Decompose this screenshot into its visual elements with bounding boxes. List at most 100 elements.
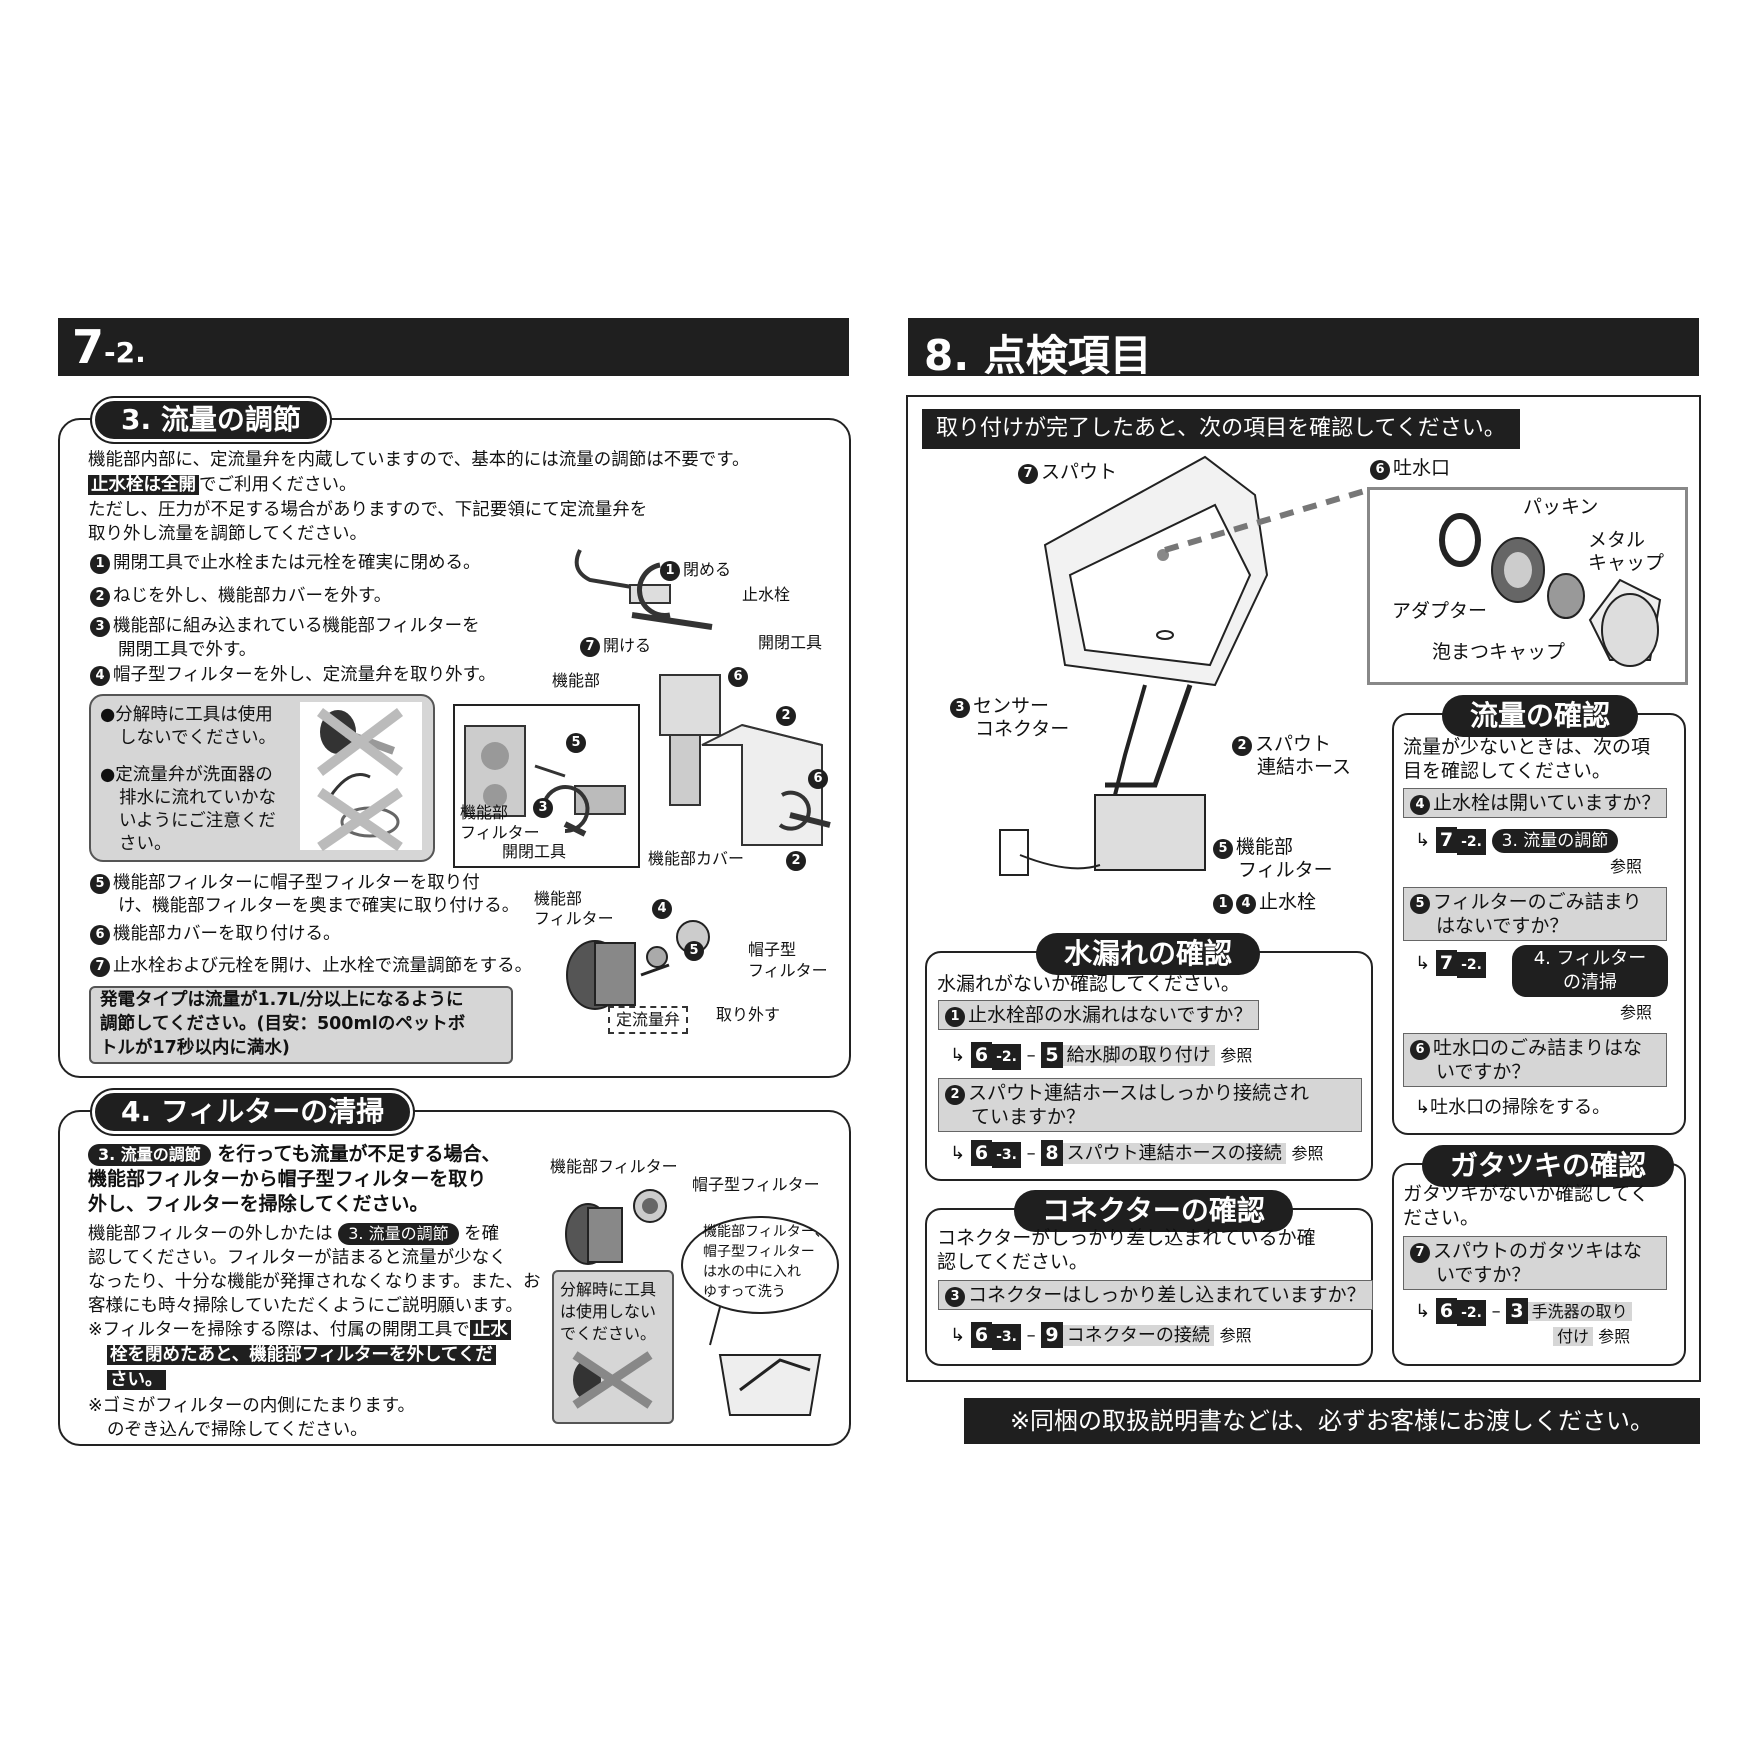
filter-label-2: フィルター <box>460 823 540 842</box>
adapter-label: アダプター <box>1392 600 1488 622</box>
bubble-4: ゆすって洗う <box>703 1284 786 1300</box>
rattle-intro-2: ださい。 <box>1403 1207 1480 1229</box>
step-number: 1 <box>90 554 110 574</box>
clean-b1: 3. 流量の調節 を行っても流量が不足する場合、 <box>88 1142 501 1166</box>
generator-note-3: トルが17秒以内に満水) <box>100 1038 290 1058</box>
flow-adjust-p2: 止水栓は全開でご利用ください。 <box>88 473 357 497</box>
clean-warning-2: は使用しない <box>560 1302 657 1321</box>
marker-6b: 6 <box>808 768 831 789</box>
connector-intro-2: 認してください。 <box>937 1251 1088 1273</box>
connector-intro-1: コネクターがしっかり差し込まれているか確 <box>937 1227 1316 1249</box>
arrow-icon: ↳ <box>1415 1301 1431 1322</box>
flow-intro-1: 流量が少ないときは、次の項 <box>1403 736 1651 758</box>
flow-adjust-p3b: 取り外し流量を調節してください。 <box>88 524 367 544</box>
filter-label: 機能部 <box>460 803 509 822</box>
ref-flow-adjust-2[interactable]: 3. 流量の調節 <box>338 1223 459 1245</box>
marker-4: 4 <box>652 898 675 919</box>
flow-ref1[interactable]: ↳ 7-2. 3. 流量の調節 <box>1415 827 1619 855</box>
arrow-icon: ↳ <box>1415 830 1431 851</box>
bubble-3: は水の中に入れ <box>703 1264 801 1280</box>
clean-fig-cap: 帽子型フィルター <box>692 1175 820 1194</box>
metal-cap-label-1: メタル <box>1588 529 1646 551</box>
marker-6a: 6 <box>728 666 751 687</box>
clean-warning-3: でください。 <box>560 1324 657 1343</box>
clean-b2: 機能部フィルターから帽子型フィルターを取り <box>88 1168 487 1190</box>
filter-clean-title: 4. フィルターの清掃 <box>92 1090 414 1134</box>
clean-p3: なったり、十分な機能が発揮されなくなります。また、お <box>88 1272 541 1292</box>
clean-n2b: のぞき込んで掃除してください。 <box>107 1420 368 1440</box>
flow-adjust-title: 3. 流量の調節 <box>92 398 330 442</box>
tool-label: 開閉工具 <box>758 633 823 652</box>
section-7-2-header: 7 -2. <box>58 318 849 376</box>
metal-cap-label-2: キャップ <box>1588 552 1665 574</box>
valve-illustration <box>574 549 713 630</box>
bubble-1: 機能部フィルター、 <box>703 1224 829 1240</box>
filter-removal-illustration <box>464 725 626 837</box>
section-8-header: 8. 点検項目 <box>908 318 1699 380</box>
wash-bubble <box>681 1216 839 1416</box>
arrow-icon: ↳ <box>950 1143 966 1164</box>
marker-3: 3 <box>533 797 556 818</box>
filter2-label-a: 機能部 <box>534 889 583 908</box>
step-number: 6 <box>90 925 110 945</box>
caution-2a: ●定流量弁が洗面器の <box>100 765 273 785</box>
ref-flow-adjust[interactable]: 3. 流量の調節 <box>88 1144 211 1166</box>
inspection-intro: 取り付けが完了したあと、次の項目を確認してください。 <box>922 409 1520 449</box>
bubble-2: 帽子型フィルター <box>703 1244 815 1260</box>
foam-cap-label: 泡まつキャップ <box>1432 641 1566 663</box>
flow-ref2-pill[interactable]: 4. フィルター の清掃 <box>1512 945 1668 997</box>
arrow-icon: ↳ <box>950 1045 966 1066</box>
generator-note-2: 調節してください。(目安：500mlのペットボ <box>100 1014 466 1034</box>
no-tool-icon <box>572 1351 653 1409</box>
step-number: 4 <box>90 666 110 686</box>
cfv-label: 定流量弁 <box>608 1006 689 1034</box>
clean-fig-filter: 機能部フィルター <box>550 1157 678 1176</box>
marker-5b: 5 <box>684 940 707 961</box>
marker-5: 5 <box>566 732 589 753</box>
step-number: 7 <box>90 957 110 977</box>
basin-illustration <box>1043 455 1269 871</box>
remove-label: 取り外す <box>716 1005 781 1024</box>
arrow-icon: ↳ <box>1415 1097 1431 1118</box>
cap-label-b: フィルター <box>748 961 828 980</box>
caution-2b: 排水に流れていかな <box>119 788 276 808</box>
flow-intro-2: 目を確認してください。 <box>1403 760 1611 782</box>
packing-label: パッキン <box>1523 496 1599 518</box>
flow-ref2[interactable]: ↳ 7-2. <box>1415 950 1486 978</box>
inspection-frame <box>906 395 1701 1382</box>
flow-ref1-see: 参照 <box>1610 857 1643 876</box>
arrow-icon: ↳ <box>1415 953 1431 974</box>
section-subnumber: -2. <box>104 336 146 369</box>
highlight-valve-full: 止水栓は全開 <box>88 475 199 495</box>
unit-cover-illustration <box>659 674 831 846</box>
flow-adjust-p3a: ただし、圧力が不足する場合がありますので、下記要領にて定流量弁を <box>88 500 648 520</box>
clean-filters-illustration <box>565 1189 667 1265</box>
marker-2a: 2 <box>776 705 799 726</box>
cover-label: 機能部カバー <box>648 849 745 868</box>
socket-illustration <box>999 829 1101 876</box>
tool2-label: 開閉工具 <box>502 842 567 861</box>
filter2-label-b: フィルター <box>534 909 614 928</box>
arrow-icon: ↳ <box>950 1325 966 1346</box>
clean-p4: 客様にも時々掃除していただくようにご説明願います。 <box>88 1296 523 1316</box>
step-number: 5 <box>90 874 110 894</box>
caution-1b: しないでください。 <box>119 728 276 748</box>
